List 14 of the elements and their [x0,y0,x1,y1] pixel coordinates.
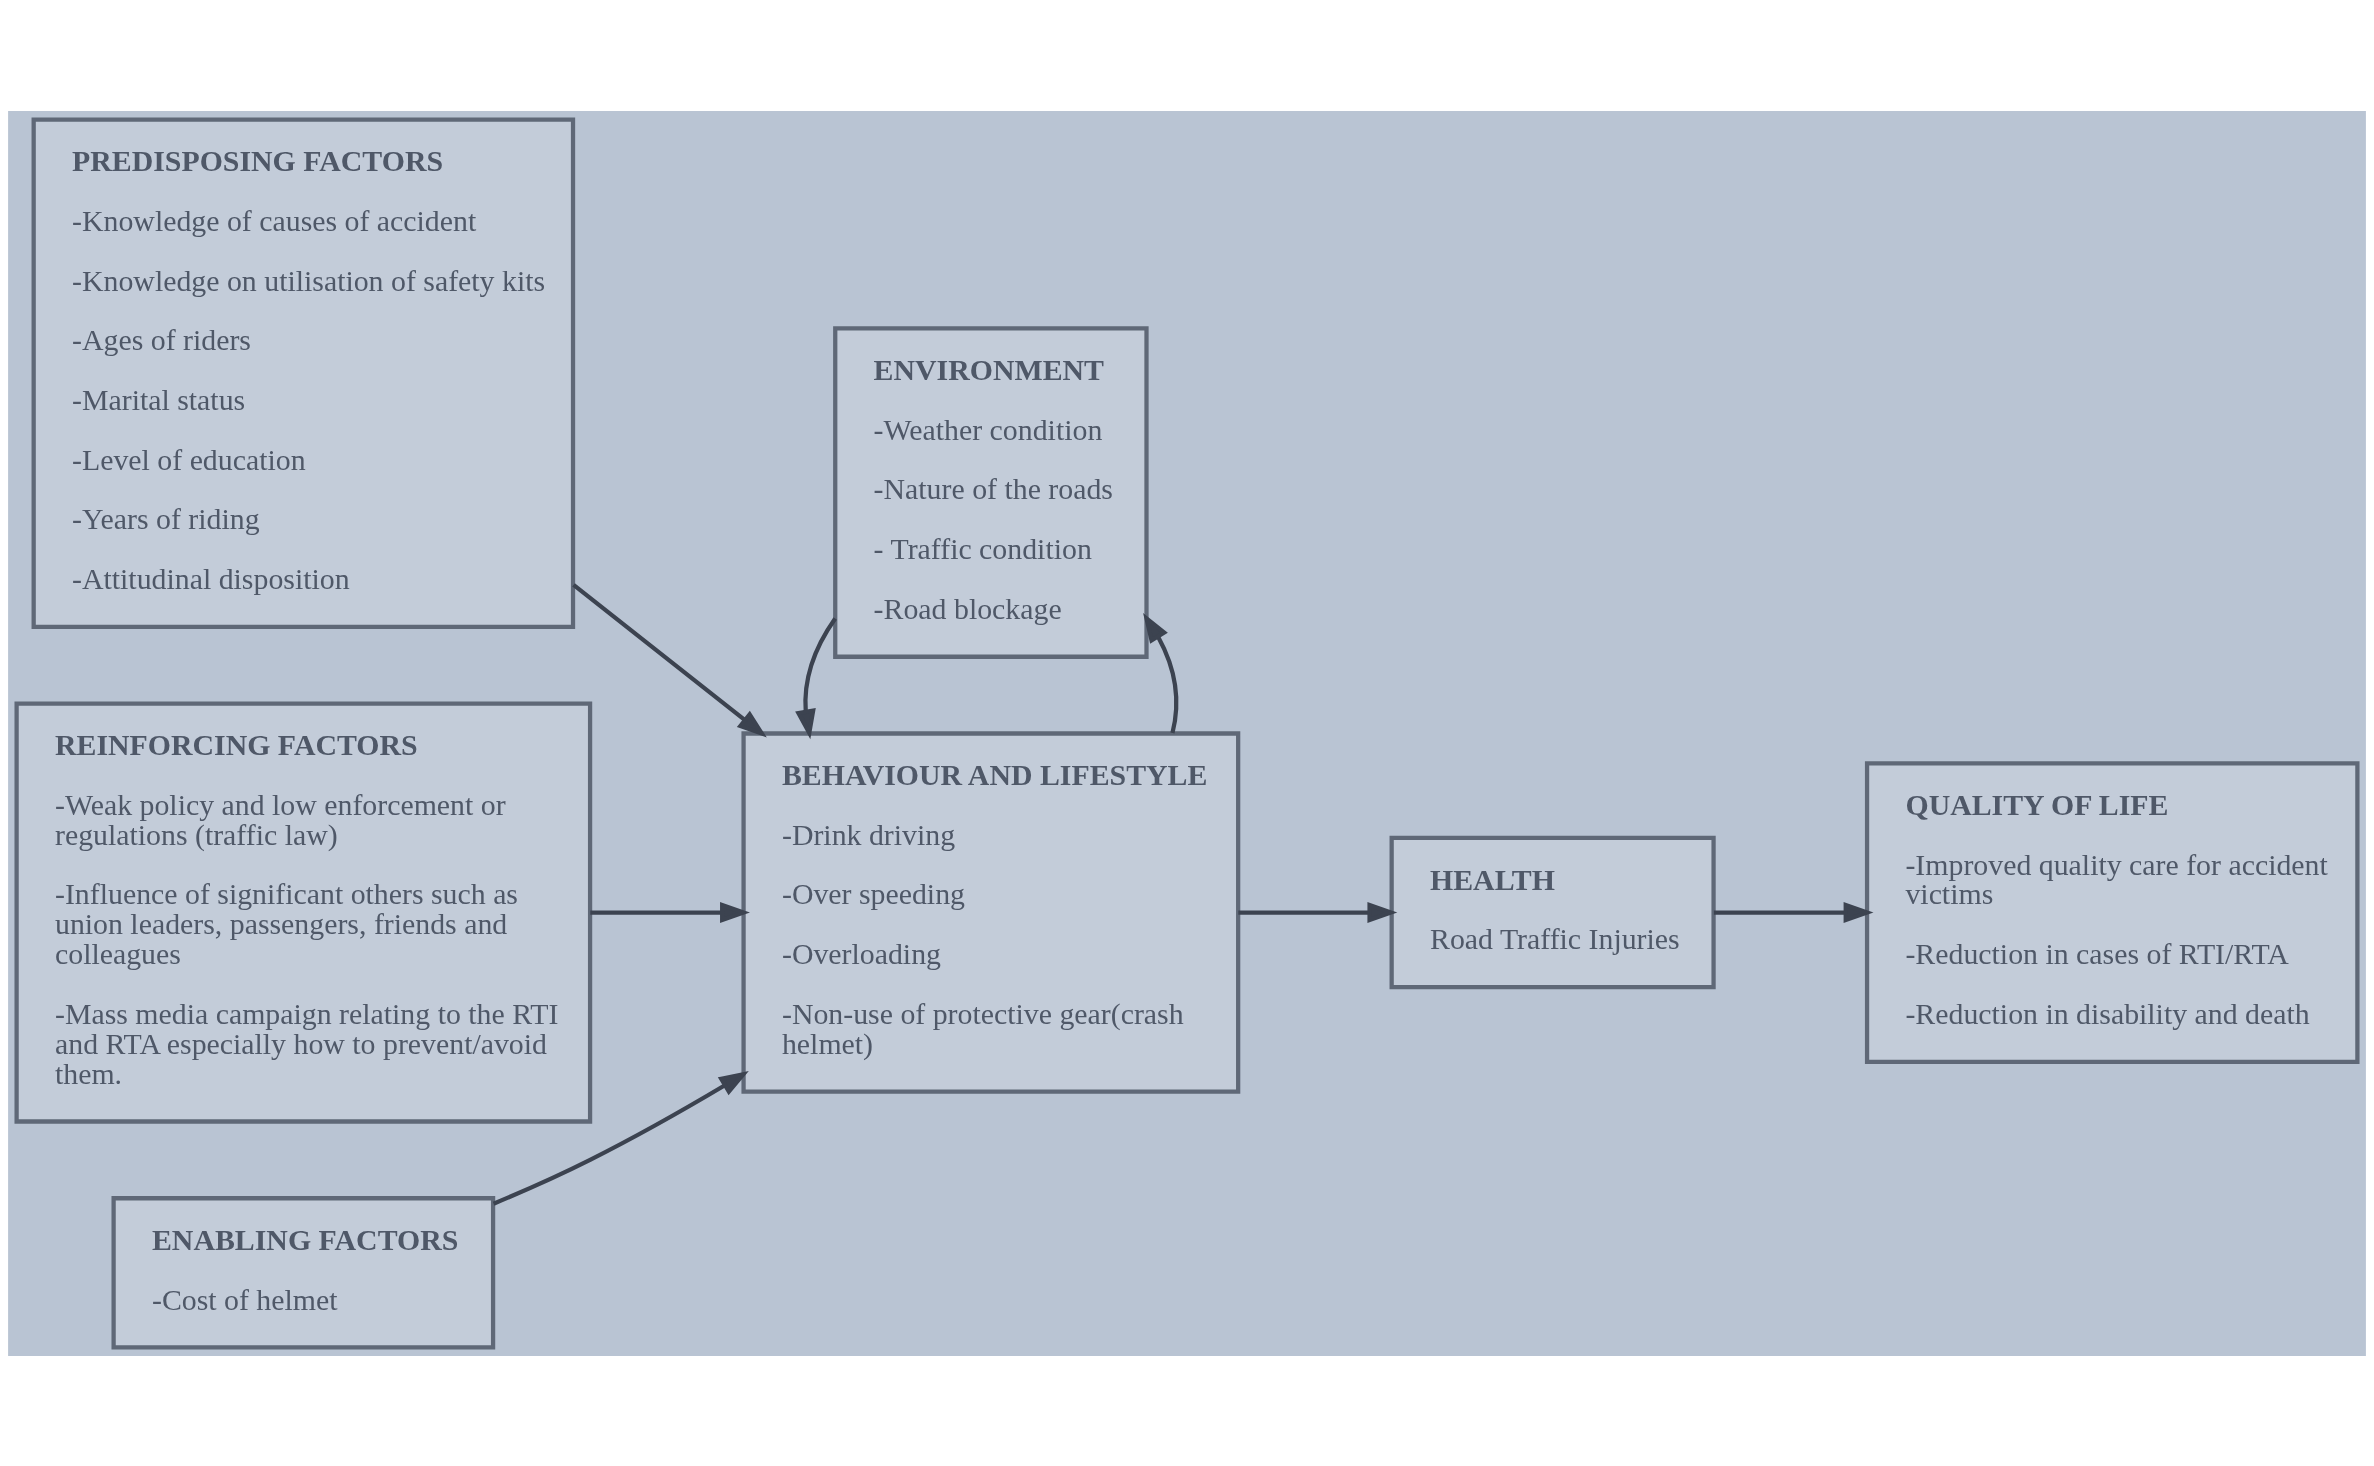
arrow [492,1070,749,1206]
node-box: BEHAVIOUR AND LIFESTYLE -Drink driving -Over speeding -Overloading -Non-use of protective gear(crash helmet) [741,730,1241,1094]
node-box: ENABLING FACTORS -Cost of helmet [111,1195,496,1350]
node-box: ENVIRONMENT -Weather condition -Nature of the roads - Traffic condition -Road blockage [833,325,1149,659]
arrow [590,901,750,923]
node-box: REINFORCING FACTORS -Weak policy and low enforcement or regulations (traffic law) -Influence of significant others such as union leaders, passengers, friends and colleagues -Mass media campaign relating to the RTI and RTA especially how to prevent/avoid them. [14,701,593,1124]
arrow [1143,612,1179,733]
arrow [795,616,837,739]
arrow [1713,901,1874,923]
arrow [1238,901,1398,923]
arrow [572,582,767,737]
node-box: PREDISPOSING FACTORS -Knowledge of causes of accident -Knowledge on utilisation of safety kits -Ages of riders -Marital status -Level of education -Years of riding -Attitudinal disposition [31,116,576,629]
node-box: QUALITY OF LIFE -Improved quality care for accident victims -Reduction in cases of RTI/RTA -Reduction in disability and death [1864,760,2360,1064]
node-box: HEALTH Road Traffic Injuries [1389,835,1716,989]
